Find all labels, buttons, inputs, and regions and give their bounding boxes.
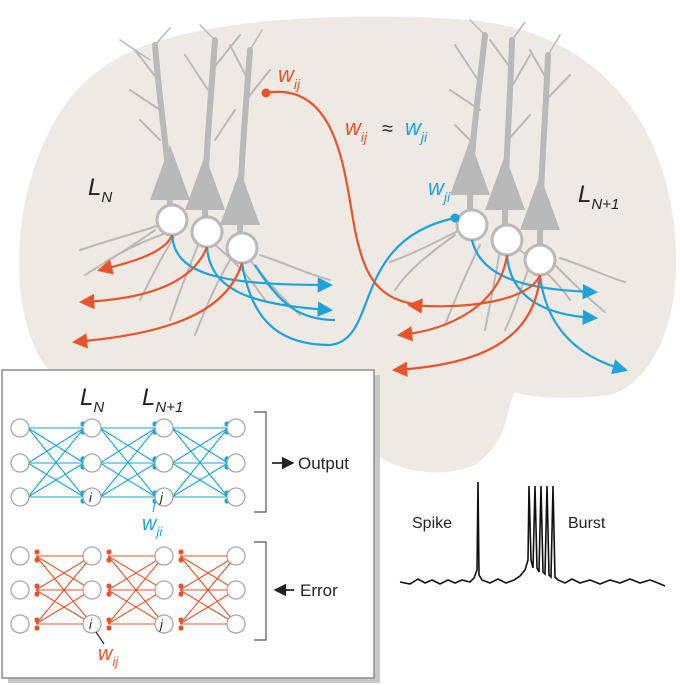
feedback-axons bbox=[71, 90, 542, 377]
inset-layer-label-right: LN+1 bbox=[142, 384, 183, 416]
feedback-network-synapse-dots bbox=[34, 549, 184, 631]
error-label: Error bbox=[300, 581, 338, 600]
wji-label-eq: wji bbox=[405, 115, 428, 145]
inset-wji-label: wji bbox=[142, 513, 163, 539]
output-label: Output bbox=[298, 454, 349, 473]
wij-pointer bbox=[95, 631, 105, 645]
wji-label-synapse: wji bbox=[428, 175, 451, 205]
wij-synapse-dot bbox=[261, 88, 271, 98]
forward-network-nodes bbox=[10, 418, 246, 507]
forward-node-i: i bbox=[89, 490, 93, 505]
feedback-node-j: j bbox=[158, 617, 164, 632]
feedforward-axons bbox=[170, 216, 628, 375]
forward-node-j: j bbox=[158, 490, 164, 505]
right-neuron-cluster bbox=[389, 19, 626, 331]
wij-label-top: wij bbox=[278, 62, 301, 92]
approx-symbol: ≈ bbox=[382, 118, 393, 140]
feedback-network-nodes bbox=[10, 546, 246, 634]
inset-layer-label-left: LN bbox=[80, 384, 104, 416]
layer-label-right: LN+1 bbox=[578, 181, 619, 213]
burst-label: Burst bbox=[568, 515, 606, 532]
wji-synapse-dot bbox=[450, 213, 460, 223]
output-bracket bbox=[254, 411, 267, 513]
spike-label: Spike bbox=[412, 515, 452, 532]
feedback-network-edges bbox=[35, 555, 237, 625]
layer-label-left: LN bbox=[88, 174, 112, 206]
wij-label-eq: wij bbox=[345, 115, 368, 145]
inset-wij-label: wij bbox=[98, 643, 119, 669]
feedback-node-i: i bbox=[89, 617, 93, 632]
inset-panel bbox=[1, 369, 375, 679]
voltage-trace bbox=[399, 481, 666, 587]
left-neuron-cluster bbox=[79, 24, 331, 336]
error-bracket bbox=[254, 541, 267, 641]
brain-background bbox=[19, 16, 677, 473]
